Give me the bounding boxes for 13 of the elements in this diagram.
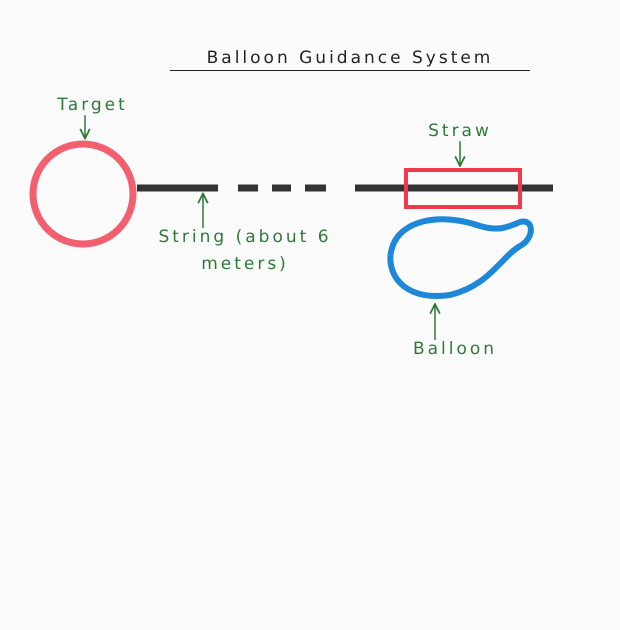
balloon-outline: [387, 216, 534, 299]
string-line: [137, 184, 553, 192]
label-text: Target: [40, 92, 145, 120]
title: Balloon Guidance System: [170, 48, 530, 71]
label-text: Balloon: [400, 336, 510, 364]
label-text: Straw: [420, 118, 500, 146]
label-text: String (about 6 meters): [150, 224, 340, 278]
arrow: [79, 115, 91, 140]
arrow: [454, 141, 466, 167]
target-circle: [30, 140, 136, 248]
arrow: [429, 303, 441, 340]
arrow: [197, 192, 209, 228]
straw-tube: [404, 168, 522, 209]
